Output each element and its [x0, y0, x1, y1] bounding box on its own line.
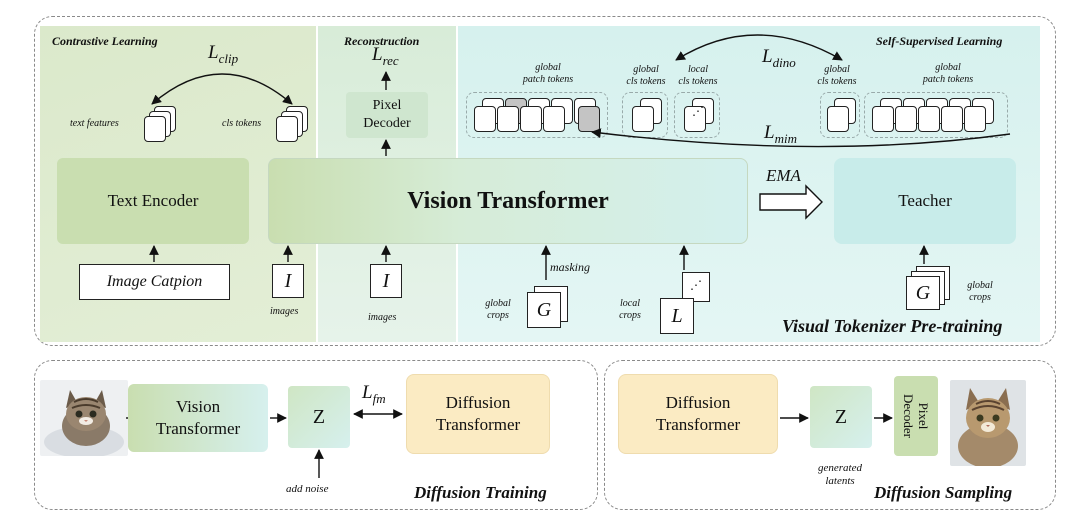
teacher-cls-token-card	[827, 106, 849, 132]
teacher-label: Teacher	[898, 191, 952, 210]
patch-token-card	[520, 106, 542, 132]
training-dit-label: Diffusion	[445, 393, 511, 412]
cat-image-icon	[950, 380, 1026, 466]
sampling-dit-box: Diffusion Transformer	[618, 374, 778, 454]
sampling-z-label: Z	[834, 405, 848, 428]
text-feature-card	[144, 116, 166, 142]
global-patch-token-group	[466, 92, 608, 138]
cat-image-icon	[40, 380, 128, 456]
teacher-patch-token-card	[941, 106, 963, 132]
diffusion-training-title: Diffusion Training	[414, 483, 547, 502]
training-vit-label: Vision	[175, 397, 221, 416]
pixel-decoder-label: Pixel	[372, 98, 402, 113]
cls-tokens-label: cls tokens	[222, 118, 262, 129]
vision-transformer-label: Vision Transformer	[407, 187, 609, 214]
image-symbol: I	[382, 269, 390, 292]
training-dit-label: Transformer	[435, 415, 521, 434]
pixel-decoder-label: Decoder	[363, 116, 411, 131]
teacher-patch-token-card	[895, 106, 917, 132]
training-vit-label: Transformer	[155, 419, 241, 438]
sampling-pixel-decoder-label: Decoder	[901, 393, 916, 439]
image-caption-box: Image Catpion	[79, 264, 230, 300]
training-dit-box: Diffusion Transformer	[406, 374, 550, 454]
masking-label: masking	[550, 260, 590, 274]
pretrain-title: Visual Tokenizer Pre-training	[782, 316, 1003, 336]
training-vit-box: Vision Transformer	[128, 384, 268, 452]
images-label: images	[368, 312, 397, 323]
ema-label: EMA	[766, 166, 801, 185]
ellipsis-icon: ⋰	[690, 278, 702, 292]
teacher-patch-token-card	[964, 106, 986, 132]
diffusion-sampling-panel	[604, 360, 1056, 510]
global-crop-box: G	[527, 292, 561, 328]
mim-loss-label: Lmim	[764, 122, 797, 146]
sampling-dit-label: Transformer	[655, 415, 741, 434]
local-crop-box: L	[660, 298, 694, 334]
crop-card	[682, 272, 710, 302]
pretrain-panel	[34, 16, 1056, 346]
clip-loss-label: Lclip	[208, 42, 239, 66]
g-symbol: G	[915, 281, 931, 304]
sampling-dit-label: Diffusion	[665, 393, 731, 412]
patch-token-card	[497, 106, 519, 132]
cls-token-card	[276, 116, 298, 142]
training-z-label: Z	[312, 405, 326, 428]
sampling-pixel-decoder-label: Pixel	[916, 402, 931, 430]
image-input-box: I	[272, 264, 304, 298]
rec-loss-label: Lrec	[372, 44, 399, 68]
add-noise-label: add noise	[286, 483, 329, 495]
dino-loss-label: Ldino	[762, 46, 796, 70]
teacher-box: Teacher	[834, 158, 1016, 244]
reconstruction-title: Reconstruction	[344, 34, 420, 48]
teacher-crop-box: G	[906, 276, 940, 310]
kitten-photo-output	[950, 380, 1026, 466]
ellipsis-icon: ⋰	[692, 104, 704, 118]
patch-token-card	[474, 106, 496, 132]
diffusion-sampling-title: Diffusion Sampling	[874, 483, 1013, 502]
sampling-z-box: Z	[810, 386, 872, 448]
image-caption-label: Image Catpion	[106, 273, 203, 290]
image-symbol: I	[284, 269, 292, 292]
fm-loss-label: Lfm	[362, 382, 386, 406]
contrastive-title: Contrastive Learning	[52, 34, 158, 48]
text-encoder-label: Text Encoder	[107, 191, 199, 210]
sampling-pixel-decoder-box: Pixel Decoder	[894, 376, 938, 456]
patch-token-card	[543, 106, 565, 132]
kitten-photo-input	[40, 380, 128, 456]
teacher-patch-token-card	[872, 106, 894, 132]
image-input-box: I	[370, 264, 402, 298]
global-cls-token-card	[632, 106, 654, 132]
l-symbol: L	[671, 304, 683, 327]
text-features-label: text features	[70, 118, 119, 129]
vision-transformer-box: Vision Transformer	[268, 158, 748, 244]
teacher-patch-token-card	[918, 106, 940, 132]
text-encoder-box: Text Encoder	[57, 158, 249, 244]
pixel-decoder-box: Pixel Decoder	[346, 92, 428, 138]
training-z-box: Z	[288, 386, 350, 448]
images-label: images	[270, 306, 299, 317]
diffusion-training-panel	[34, 360, 598, 510]
g-symbol: G	[536, 298, 552, 321]
ssl-title: Self-Supervised Learning	[876, 34, 1003, 48]
patch-token-card-masked	[578, 106, 600, 132]
